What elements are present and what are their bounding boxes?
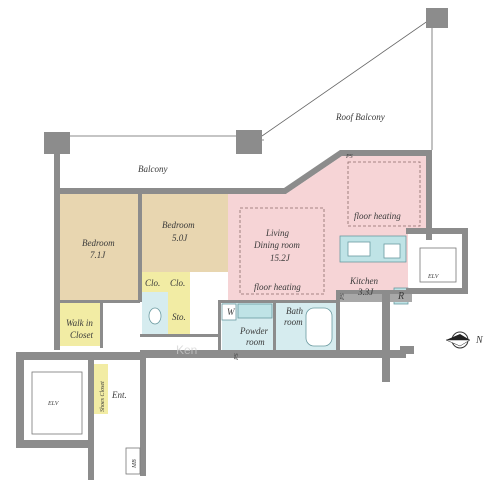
balcony-column-left	[44, 132, 70, 154]
walk-in-closet	[60, 302, 100, 346]
bedroom-1	[60, 194, 140, 302]
label-bedroom-2-size: 5.0J	[172, 233, 188, 243]
label-bath-room: room	[284, 317, 303, 327]
label-living: Living	[265, 228, 290, 238]
bedroom-2	[140, 194, 228, 272]
label-entrance: Ent.	[111, 390, 127, 400]
label-powder: Powder	[239, 326, 268, 336]
elevator-left	[31, 371, 83, 435]
closet-2	[166, 272, 190, 292]
label-floor-heating-living: floor heating	[254, 282, 301, 292]
label-powder-room: room	[246, 337, 265, 347]
label-closet-2: Clo.	[170, 278, 185, 288]
label-closet-1: Clo.	[145, 278, 160, 288]
label-floor-heating-upper: floor heating	[354, 211, 401, 221]
kitchen-sink	[347, 241, 371, 257]
living-dining-room	[228, 156, 426, 300]
label-elv-left: ELV	[47, 401, 60, 407]
shoes-closet	[94, 364, 108, 414]
label-elv-right: ELV	[427, 274, 440, 280]
label-bedroom-1: Bedroom	[82, 238, 115, 248]
storage	[168, 292, 190, 334]
kitchen-stove	[383, 243, 401, 259]
label-ps-2: PS	[340, 293, 346, 301]
label-walk-in: Walk in	[66, 318, 93, 328]
roof-balcony	[253, 8, 448, 150]
label-kitchen: Kitchen	[349, 276, 378, 286]
floor-heating-zone-upper	[347, 161, 421, 227]
label-living-size: 15.2J	[270, 253, 291, 263]
watermark: Ken	[176, 343, 197, 357]
label-north: N	[475, 335, 484, 346]
label-storage: Sto.	[172, 312, 186, 322]
elevator-right-area	[340, 228, 468, 382]
toilet	[148, 307, 162, 325]
structural-wall	[382, 294, 390, 382]
label-roof-balcony: Roof Balcony	[335, 112, 385, 122]
label-balcony: Balcony	[138, 164, 168, 174]
label-washer: W	[227, 307, 236, 317]
label-dining-room: Dining room	[253, 240, 300, 250]
label-bedroom-1-size: 7.1J	[90, 250, 106, 260]
closet-1	[142, 272, 166, 292]
meter-box	[125, 447, 141, 475]
roof-balcony-column	[426, 8, 448, 28]
bathtub	[305, 307, 333, 347]
vanity	[237, 303, 273, 319]
label-refrigerator: R	[397, 291, 404, 302]
label-shoes-closet: Shoes Closet	[100, 381, 106, 412]
label-ps-1: PS	[345, 154, 353, 160]
label-closet: Closet	[70, 330, 94, 340]
label-bedroom-2: Bedroom	[162, 220, 195, 230]
north-indicator	[445, 331, 471, 349]
washer-space	[221, 303, 237, 321]
interior-walls	[60, 290, 426, 356]
balcony	[44, 130, 262, 154]
outer-walls	[54, 150, 432, 350]
label-meter-box: MB	[132, 459, 138, 469]
label-kitchen-size: 3.3J	[357, 287, 374, 297]
elevator-right	[419, 247, 457, 283]
label-bath: Bath	[286, 306, 303, 316]
floor-heating-zone-living	[239, 207, 325, 295]
label-ps-3: PS	[234, 353, 240, 361]
elevator-left-area	[16, 350, 406, 480]
balcony-column-right	[236, 130, 262, 154]
